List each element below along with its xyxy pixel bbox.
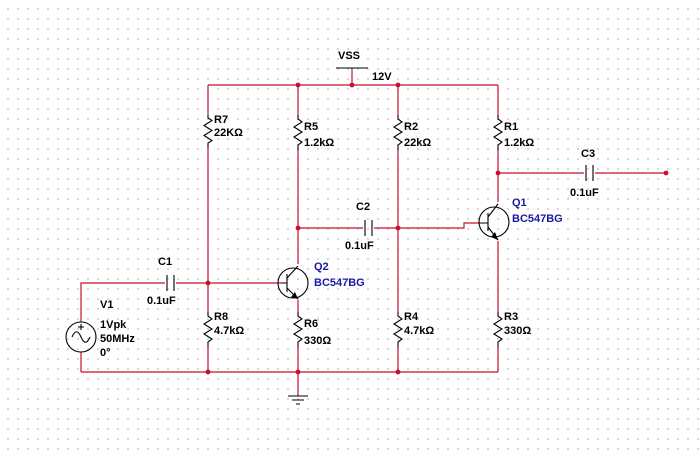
q2-part: BC547BG xyxy=(314,277,365,289)
resistor-r6-icon xyxy=(292,312,304,347)
c3-value: 0.1uF xyxy=(570,187,599,199)
resistor-r3[interactable]: R3 330Ω xyxy=(492,311,531,347)
resistor-r1[interactable]: R1 1.2kΩ xyxy=(492,115,534,150)
resistor-r3-icon xyxy=(492,312,504,347)
vss-voltage-label: 12V xyxy=(372,71,392,83)
c3-ref: C3 xyxy=(581,148,595,160)
c2-value: 0.1uF xyxy=(345,240,374,252)
capacitor-c2[interactable]: C2 0.1uF xyxy=(345,201,374,252)
junctions xyxy=(205,82,669,375)
wires xyxy=(80,68,666,396)
transistor-q2[interactable]: Q2 BC547BG xyxy=(277,261,365,300)
vss-label: VSS xyxy=(338,50,360,62)
resistor-r4[interactable]: R4 4.7kΩ xyxy=(392,311,434,347)
resistor-r5[interactable]: R5 1.2kΩ xyxy=(292,115,334,150)
q1-ref: Q1 xyxy=(512,197,527,209)
resistor-r8-icon xyxy=(202,312,214,347)
transistor-q1[interactable]: Q1 BC547BG xyxy=(478,197,563,241)
ac-source-icon xyxy=(65,321,97,353)
v1-ref: V1 xyxy=(100,299,113,311)
resistor-r7-icon xyxy=(202,115,214,148)
capacitor-c3[interactable]: C3 0.1uF xyxy=(570,148,599,199)
c2-ref: C2 xyxy=(356,201,370,213)
q1-part: BC547BG xyxy=(512,213,563,225)
junction-dot xyxy=(395,225,401,231)
c1-value: 0.1uF xyxy=(147,295,176,307)
npn-transistor-icon xyxy=(478,203,510,241)
r1-ref: R1 xyxy=(504,121,518,133)
resistor-r2[interactable]: R2 22kΩ xyxy=(392,115,431,150)
junction-dot xyxy=(295,225,301,231)
r7-ref: R7 xyxy=(214,114,228,126)
r3-ref: R3 xyxy=(504,311,518,323)
capacitor-c1[interactable]: C1 0.1uF xyxy=(147,256,176,307)
v1-frequency: 50MHz xyxy=(100,333,135,345)
vss-supply[interactable]: VSS 12V xyxy=(336,50,392,83)
r4-value: 4.7kΩ xyxy=(404,325,434,337)
r6-ref: R6 xyxy=(304,318,318,330)
r5-ref: R5 xyxy=(304,121,318,133)
r2-value: 22kΩ xyxy=(404,137,431,149)
junction-dot xyxy=(205,369,211,375)
npn-transistor-icon xyxy=(277,265,309,300)
r1-value: 1.2kΩ xyxy=(504,137,534,149)
resistor-r7[interactable]: R7 22KΩ xyxy=(202,114,243,148)
v1-phase: 0° xyxy=(100,347,111,359)
junction-dot xyxy=(395,369,401,375)
r7-value: 22KΩ xyxy=(214,127,243,139)
junction-dot xyxy=(295,369,301,375)
r6-value: 330Ω xyxy=(304,335,331,347)
capacitor-c1-icon xyxy=(166,275,175,291)
r5-value: 1.2kΩ xyxy=(304,137,334,149)
r8-ref: R8 xyxy=(214,311,228,323)
ac-source-v1[interactable]: V1 1Vpk 50MHz 0° xyxy=(65,299,135,359)
r8-value: 4.7kΩ xyxy=(214,325,244,337)
junction-dot xyxy=(395,82,401,88)
resistor-r5-icon xyxy=(292,115,304,150)
resistor-r1-icon xyxy=(492,115,504,150)
capacitor-c3-icon xyxy=(585,165,594,181)
v1-amplitude: 1Vpk xyxy=(100,319,127,331)
resistor-r8[interactable]: R8 4.7kΩ xyxy=(202,311,244,347)
junction-dot xyxy=(205,280,211,286)
c1-ref: C1 xyxy=(158,256,172,268)
r2-ref: R2 xyxy=(404,121,418,133)
junction-dot xyxy=(295,82,301,88)
resistor-r6[interactable]: R6 330Ω xyxy=(292,312,331,347)
r3-value: 330Ω xyxy=(504,325,531,337)
junction-dot xyxy=(495,170,501,176)
ground-symbol-icon[interactable] xyxy=(288,395,308,405)
capacitor-c2-icon xyxy=(364,220,373,236)
wire-v1-to-c1[interactable] xyxy=(80,282,165,322)
r4-ref: R4 xyxy=(404,311,419,323)
resistor-r2-icon xyxy=(392,115,404,150)
wire-c2-to-q1-base[interactable] xyxy=(374,222,480,229)
q2-ref: Q2 xyxy=(314,261,329,273)
output-terminal-dot[interactable] xyxy=(663,170,669,176)
resistor-r4-icon xyxy=(392,312,404,347)
junction-dot xyxy=(349,82,355,88)
